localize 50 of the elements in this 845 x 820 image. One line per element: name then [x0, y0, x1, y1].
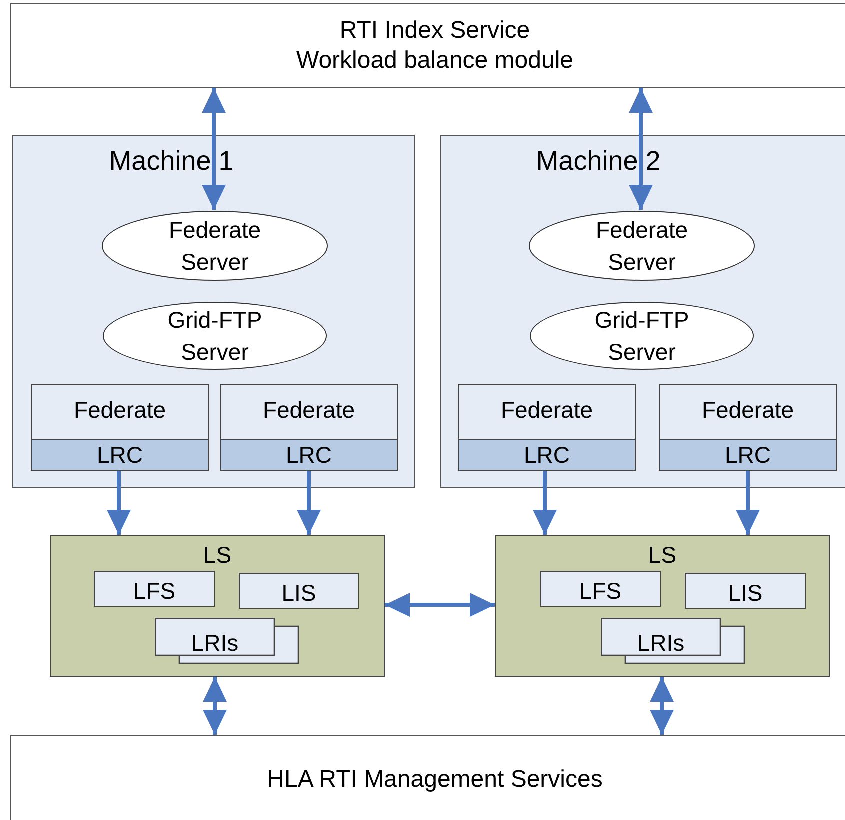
- node-label: HLA RTI Management Services: [267, 765, 603, 795]
- stacked-component-box: [155, 618, 300, 664]
- arrow: [107, 470, 131, 535]
- node-label: LFS: [132, 578, 177, 605]
- arrow: [533, 470, 557, 535]
- node-label: LS: [202, 542, 233, 569]
- node-label: LRIs: [636, 629, 686, 658]
- local-server-box: [495, 535, 830, 677]
- stacked-component-box: [601, 618, 746, 664]
- component-box: [540, 571, 661, 607]
- node-label: Federate Server: [594, 216, 690, 277]
- federate-box: [659, 384, 837, 471]
- node-label: Federate: [262, 397, 356, 424]
- arrow: [650, 677, 674, 735]
- component-box: [239, 573, 359, 609]
- arrow: [202, 88, 226, 210]
- arrow: [385, 593, 495, 617]
- arrow: [297, 470, 321, 535]
- node-label: Federate: [700, 397, 796, 424]
- node-label: Grid-FTP Server: [166, 306, 264, 367]
- local-server-box: [50, 535, 385, 677]
- component-box: [94, 571, 215, 607]
- federate-box: [31, 384, 209, 471]
- component-band: LRC: [221, 439, 397, 470]
- service-box: [10, 735, 845, 820]
- component-band: LRC: [32, 439, 208, 470]
- machine-container: [12, 135, 415, 488]
- node-label: LIS: [727, 580, 764, 607]
- container-title: Machine 2: [536, 146, 661, 177]
- node-label: Federate: [500, 397, 594, 424]
- federate-box: [220, 384, 398, 471]
- component-band: LRC: [459, 439, 635, 470]
- component-band: LRC: [660, 439, 836, 470]
- node-label: Federate Server: [168, 216, 262, 277]
- node-label: LS: [647, 542, 678, 569]
- arrow: [629, 88, 653, 210]
- node-label: Workload balance module: [296, 46, 574, 76]
- node-label: LRIs: [190, 629, 240, 658]
- federate-box: [458, 384, 636, 471]
- node-label: LIS: [280, 580, 318, 607]
- container-title: Machine 1: [109, 146, 234, 177]
- arrow: [203, 677, 227, 735]
- service-box: [10, 3, 845, 88]
- node-label: LFS: [578, 578, 623, 605]
- node-label: RTI Index Service: [340, 16, 530, 46]
- node-label: Federate: [72, 397, 168, 424]
- component-box: [685, 573, 806, 609]
- node-label: Grid-FTP Server: [594, 306, 690, 367]
- arrow: [736, 470, 760, 535]
- machine-container: [440, 135, 845, 488]
